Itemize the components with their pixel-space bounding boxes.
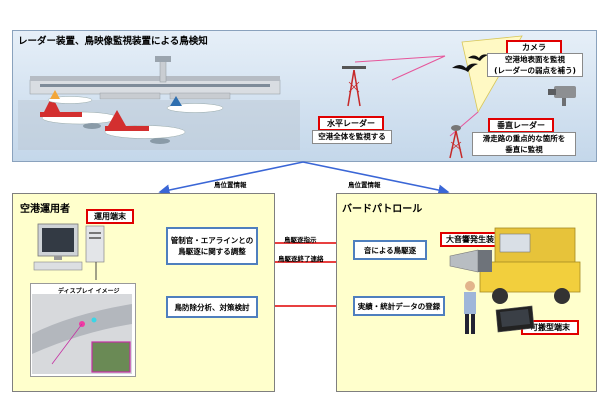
bird-info-link-right (302, 161, 450, 196)
patrol-illustration (449, 227, 581, 334)
computer-tower-icon (85, 225, 105, 263)
camera-note: 空港地表面を監視 (レーダーの弱点を補う) (487, 53, 583, 77)
airplane-white (166, 96, 224, 113)
analysis-box: 鳥防除分析、対策検討 (166, 296, 258, 318)
bird-icon (468, 54, 488, 61)
vertical-radar-note: 滑走路の重点的な箇所を 垂直に監視 (472, 132, 576, 156)
airplane-small (47, 90, 93, 104)
bird-icons (452, 54, 488, 72)
display-image-map (32, 294, 132, 374)
control-tower-cab (155, 56, 171, 62)
bird-patrol-title: バードパトロール (342, 204, 423, 215)
display-image-label: ディスプレイ イメージ (58, 288, 120, 295)
operation-terminal-tag: 運用端末 (86, 209, 134, 224)
jet-bridge (169, 92, 231, 100)
vertical-radar-beam (449, 111, 479, 137)
dispersal-done-label: 鳥駆逐終了連絡 (278, 255, 324, 263)
operation-terminal-illustration (33, 223, 105, 280)
keyboard-icon (33, 261, 83, 271)
vertical-radar-note-line2: 垂直に監視 (505, 145, 543, 154)
bird-info-link-left (158, 161, 304, 196)
camera-device (548, 86, 576, 106)
horizontal-radar-tower (342, 66, 366, 107)
monitor-screen (42, 228, 74, 252)
vertical-radar-tower (449, 125, 463, 159)
jet-bridge (99, 92, 161, 100)
radar-panel-title: レーダー装置、鳥映像監視装置による鳥検知 (18, 36, 208, 47)
sound-dispersal-box: 音による鳥駆逐 (353, 240, 427, 260)
vertical-radar-note-line1: 滑走路の重点的な箇所を (482, 134, 566, 143)
patrol-person (465, 281, 475, 291)
airplane-red-2 (104, 110, 186, 144)
bird-info-label-left: 鳥位置情報 (214, 181, 247, 189)
records-box: 実績・統計データの登録 (353, 296, 445, 316)
camera-snapshot (91, 341, 131, 373)
terminal-windows (40, 84, 270, 87)
bird-icon (452, 63, 478, 72)
camera-note-line2: (レーダーの弱点を補う) (494, 66, 576, 75)
dispersal-order-label: 鳥駆逐指示 (284, 236, 317, 244)
coordination-box: 管制官・エアラインとの 鳥駆逐に関する調整 (166, 227, 258, 265)
horizontal-radar-note: 空港全体を監視する (312, 130, 392, 144)
coordination-line2: 鳥駆逐に関する調整 (178, 247, 246, 256)
airport-operator-title: 空港運用者 (20, 204, 70, 215)
bird-info-label-right: 鳥位置情報 (348, 181, 381, 189)
sound-generator-icon (449, 249, 479, 273)
terminal-roof (30, 76, 280, 81)
horizontal-radar-beam (354, 55, 446, 81)
camera-note-line1: 空港地表面を監視 (505, 55, 565, 64)
coordination-line1: 管制官・エアラインとの (170, 236, 254, 245)
